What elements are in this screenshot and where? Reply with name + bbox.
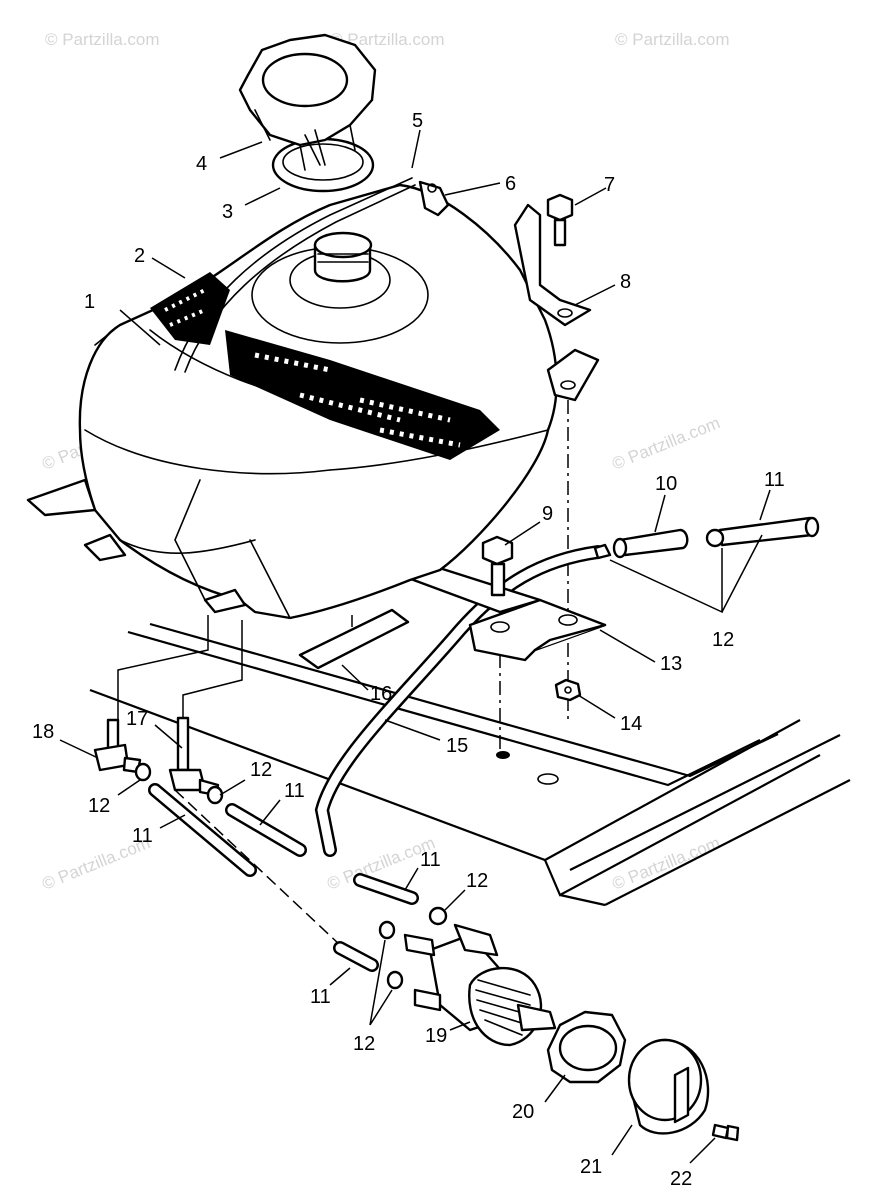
callout-number: 11 [284, 780, 305, 802]
callout-number: 13 [660, 653, 682, 675]
callout-number: 10 [655, 473, 677, 495]
tee-fitting [93, 718, 142, 774]
elbow-fitting [168, 716, 220, 797]
callout-number: 1 [84, 291, 95, 313]
valve-knob [627, 1038, 710, 1135]
callout-number: 22 [670, 1168, 692, 1190]
tank-pad [298, 608, 410, 670]
frame-hole [496, 751, 510, 759]
bolt [481, 535, 514, 597]
fuel-tank [26, 177, 558, 620]
callout-number: 12 [712, 629, 734, 651]
callout-number: 9 [542, 503, 553, 525]
callout-number: 12 [353, 1033, 375, 1055]
callout-number: 11 [764, 469, 785, 491]
callout-number: 7 [604, 174, 615, 196]
fuel-shutoff-valve [403, 923, 557, 1047]
fuel-hose [705, 516, 820, 548]
watermark: © Partzilla.com [609, 413, 722, 474]
callout-number: 12 [250, 759, 272, 781]
hose-clamp [134, 762, 448, 990]
fuel-line-hose [314, 545, 605, 857]
callout-number: 8 [620, 271, 631, 293]
vent-fitting [418, 180, 450, 217]
callout-number: 16 [370, 683, 392, 705]
callout-number: 20 [512, 1101, 534, 1123]
callout-number: 11 [310, 986, 331, 1008]
tank-bracket [513, 203, 600, 402]
fuel-hose [148, 783, 419, 972]
fuel-cap-gasket [271, 137, 375, 193]
callout-number: 14 [620, 713, 642, 735]
frame-chassis [89, 622, 851, 907]
callout-number: 2 [134, 245, 145, 267]
watermark: © Partzilla.com [330, 30, 445, 49]
valve-lock-nut [546, 1010, 627, 1084]
callout-number: 11 [132, 825, 153, 847]
callout-number: 12 [466, 870, 488, 892]
callout-number: 5 [412, 110, 423, 132]
watermark: © Partzilla.com [615, 30, 730, 49]
callout-leaders [59, 129, 771, 1164]
callout-number: 4 [196, 153, 207, 175]
callout-number: 19 [425, 1025, 447, 1047]
nut [554, 678, 582, 702]
callout-number: 12 [88, 795, 110, 817]
watermark: © Partzilla.com [45, 30, 160, 49]
fuel-cap [238, 33, 377, 171]
callout-labels: 1 2 3 4 5 6 7 8 9 10 11 12 13 14 15 16 1… [32, 110, 785, 1190]
bolt [546, 193, 574, 247]
frame-hole [537, 773, 559, 785]
mounting-bracket [398, 563, 607, 662]
screw [711, 1123, 740, 1142]
callout-number: 15 [446, 735, 468, 757]
callout-number: 11 [420, 849, 441, 871]
callout-number: 6 [505, 173, 516, 195]
callout-number: 3 [222, 201, 233, 223]
inline-fuel-filter [593, 528, 689, 560]
assembly-lines [117, 400, 569, 946]
callout-number: 18 [32, 721, 54, 743]
callout-number: 17 [126, 708, 148, 730]
callout-number: 21 [580, 1156, 602, 1178]
